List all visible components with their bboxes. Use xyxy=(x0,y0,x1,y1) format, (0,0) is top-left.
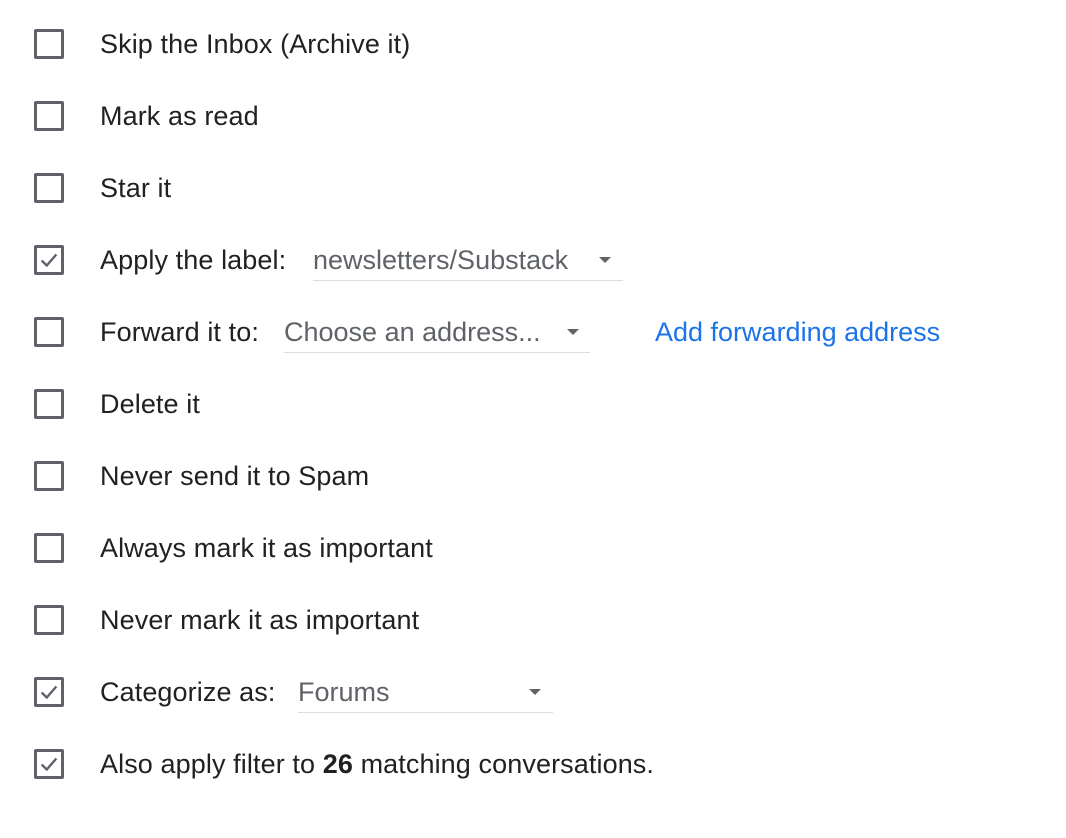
delete-label: Delete it xyxy=(100,389,200,419)
skip-inbox-label: Skip the Inbox (Archive it) xyxy=(100,29,411,59)
delete-checkbox[interactable] xyxy=(34,389,64,419)
add-forwarding-address-link[interactable]: Add forwarding address xyxy=(655,317,941,347)
star-checkbox[interactable] xyxy=(34,173,64,203)
checkmark-icon xyxy=(40,253,58,268)
apply-existing-text-after: matching conversations. xyxy=(360,749,655,779)
dropdown-arrow-icon xyxy=(599,257,611,263)
apply-existing-text-before: Also apply filter to xyxy=(100,749,316,779)
option-mark-read: Mark as read xyxy=(0,80,1066,152)
option-apply-label: Apply the label: newsletters/Substack xyxy=(0,224,1066,296)
categorize-checkbox[interactable] xyxy=(34,677,64,707)
mark-read-checkbox[interactable] xyxy=(34,101,64,131)
skip-inbox-checkbox[interactable] xyxy=(34,29,64,59)
never-important-label: Never mark it as important xyxy=(100,605,420,635)
apply-existing-checkbox[interactable] xyxy=(34,749,64,779)
option-never-important: Never mark it as important xyxy=(0,584,1066,656)
checkmark-icon xyxy=(40,757,58,772)
always-important-label: Always mark it as important xyxy=(100,533,433,563)
never-important-checkbox[interactable] xyxy=(34,605,64,635)
forward-address-value: Choose an address... xyxy=(284,317,541,347)
apply-label-label: Apply the label: xyxy=(100,245,287,275)
matching-count: 26 xyxy=(322,749,353,779)
always-important-checkbox[interactable] xyxy=(34,533,64,563)
option-skip-inbox: Skip the Inbox (Archive it) xyxy=(0,8,1066,80)
dropdown-arrow-icon xyxy=(529,689,541,695)
never-spam-checkbox[interactable] xyxy=(34,461,64,491)
forward-address-select[interactable]: Choose an address... xyxy=(284,312,590,353)
forward-label: Forward it to: xyxy=(100,317,259,347)
label-select[interactable]: newsletters/Substack xyxy=(313,240,623,281)
apply-label-checkbox[interactable] xyxy=(34,245,64,275)
never-spam-label: Never send it to Spam xyxy=(100,461,370,491)
option-apply-existing: Also apply filter to 26 matching convers… xyxy=(0,728,1066,800)
categorize-label: Categorize as: xyxy=(100,677,276,707)
category-select-value: Forums xyxy=(298,677,390,707)
star-label: Star it xyxy=(100,173,172,203)
apply-existing-label: Also apply filter to 26 matching convers… xyxy=(100,748,654,780)
option-forward: Forward it to: Choose an address... Add … xyxy=(0,296,1066,368)
category-select[interactable]: Forums xyxy=(298,672,553,713)
option-always-important: Always mark it as important xyxy=(0,512,1066,584)
mark-read-label: Mark as read xyxy=(100,101,259,131)
forward-checkbox[interactable] xyxy=(34,317,64,347)
option-star: Star it xyxy=(0,152,1066,224)
option-categorize: Categorize as: Forums xyxy=(0,656,1066,728)
checkmark-icon xyxy=(40,685,58,700)
option-delete: Delete it xyxy=(0,368,1066,440)
label-select-value: newsletters/Substack xyxy=(313,245,569,275)
option-never-spam: Never send it to Spam xyxy=(0,440,1066,512)
dropdown-arrow-icon xyxy=(567,329,579,335)
